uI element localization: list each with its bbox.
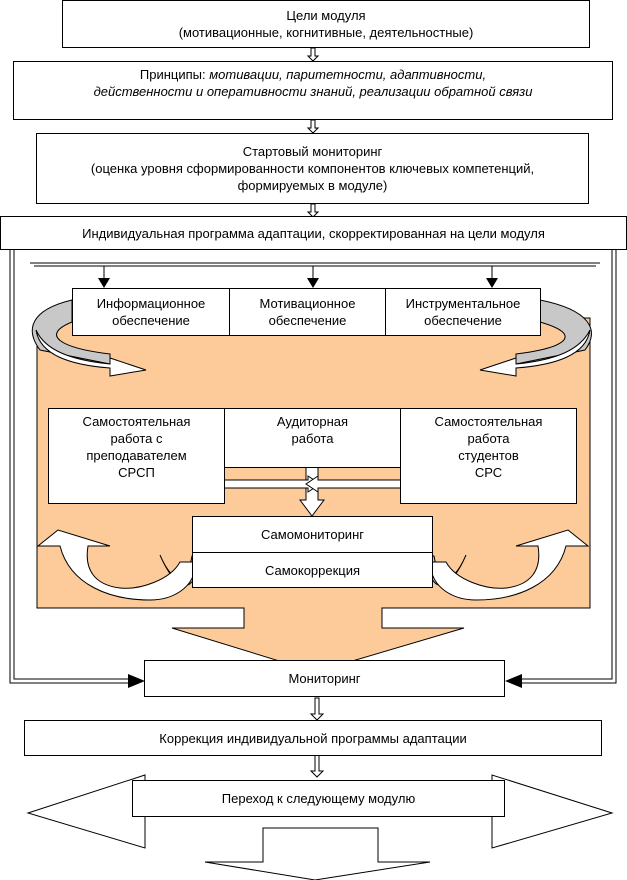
start-monitoring-title: Стартовый мониторинг <box>242 144 383 159</box>
start-monitoring-line2: (оценка уровня сформированности компонен… <box>90 161 535 176</box>
curved-arrow-left-top <box>31 299 147 377</box>
student-work-line2: работа <box>467 431 510 446</box>
individual-program-text: Индивидуальная программа адаптации, скор… <box>82 225 545 241</box>
self-correction-box: Самокоррекция <box>192 552 433 588</box>
start-monitoring-line3: формируемых в модуле) <box>237 178 388 193</box>
curved-arrow-right-top <box>479 299 592 377</box>
arrow-head-right <box>505 674 522 688</box>
principles-label: Принципы: <box>139 67 206 82</box>
self-monitoring-box: Самомониторинг <box>192 516 433 553</box>
next-module-arrows <box>26 774 614 880</box>
goals-subtitle: (мотивационные, когнитивные, деятельност… <box>178 25 474 40</box>
support-informational-line2: обеспечение <box>112 313 190 328</box>
classroom-work-box: Аудиторная работа <box>224 408 401 468</box>
feedback-loop-right <box>520 250 617 684</box>
work-with-teacher-line2: работа с <box>110 431 163 446</box>
down-arrow-heads <box>98 278 498 288</box>
cross-arrows <box>215 465 411 517</box>
distribution-lines <box>30 262 600 280</box>
next-module-box: Переход к следующему модулю <box>132 780 505 817</box>
feedback-loop-left <box>9 250 130 684</box>
monitoring-box: Мониторинг <box>144 660 505 697</box>
monitoring-text: Мониторинг <box>288 671 361 686</box>
classroom-work-line2: работа <box>291 431 334 446</box>
principles-list-1: мотивации, паритетности, адаптивности, <box>209 67 487 82</box>
correction-box: Коррекция индивидуальной программы адапт… <box>24 720 602 756</box>
next-module-text: Переход к следующему модулю <box>221 791 416 806</box>
work-with-teacher-line3: преподавателем <box>86 448 187 463</box>
self-monitoring-text: Самомониторинг <box>261 527 364 542</box>
work-with-teacher-box: Самостоятельная работа с преподавателем … <box>48 408 225 504</box>
support-motivational-line2: обеспечение <box>268 313 347 328</box>
support-instrumental: Инструментальное обеспечение <box>385 288 541 336</box>
support-instrumental-line1: Инструментальное <box>405 296 521 311</box>
student-work-line3: студентов <box>458 448 519 463</box>
self-correction-text: Самокоррекция <box>264 562 361 578</box>
support-instrumental-line2: обеспечение <box>424 313 502 328</box>
support-motivational: Мотивационное обеспечение <box>229 288 386 336</box>
support-informational-line1: Информационное <box>96 296 206 311</box>
double-arrows <box>306 47 325 778</box>
student-work-box: Самостоятельная работа студентов СРС <box>400 408 577 504</box>
support-motivational-line1: Мотивационное <box>259 296 356 311</box>
goals-title: Цели модуля <box>286 8 366 23</box>
arrow-head-left <box>128 674 145 688</box>
goals-box: Цели модуля (мотивационные, когнитивные,… <box>62 0 590 48</box>
classroom-work-line1: Аудиторная <box>276 414 349 429</box>
principles-line1: Принципы: мотивации, паритетности, адапт… <box>140 66 486 83</box>
principles-list-2: действенности и оперативности знаний, ре… <box>93 84 533 99</box>
principles-box: Принципы: мотивации, паритетности, адапт… <box>13 61 613 120</box>
start-monitoring-box: Стартовый мониторинг (оценка уровня сфор… <box>36 133 589 204</box>
correction-text: Коррекция индивидуальной программы адапт… <box>159 730 467 746</box>
work-with-teacher-line4: СРСП <box>118 465 155 480</box>
student-work-line4: СРС <box>474 465 503 480</box>
individual-program-box: Индивидуальная программа адаптации, скор… <box>0 216 627 250</box>
student-work-line1: Самостоятельная <box>434 414 543 429</box>
support-informational: Информационное обеспечение <box>72 288 230 336</box>
work-with-teacher-line1: Самостоятельная <box>82 414 191 429</box>
